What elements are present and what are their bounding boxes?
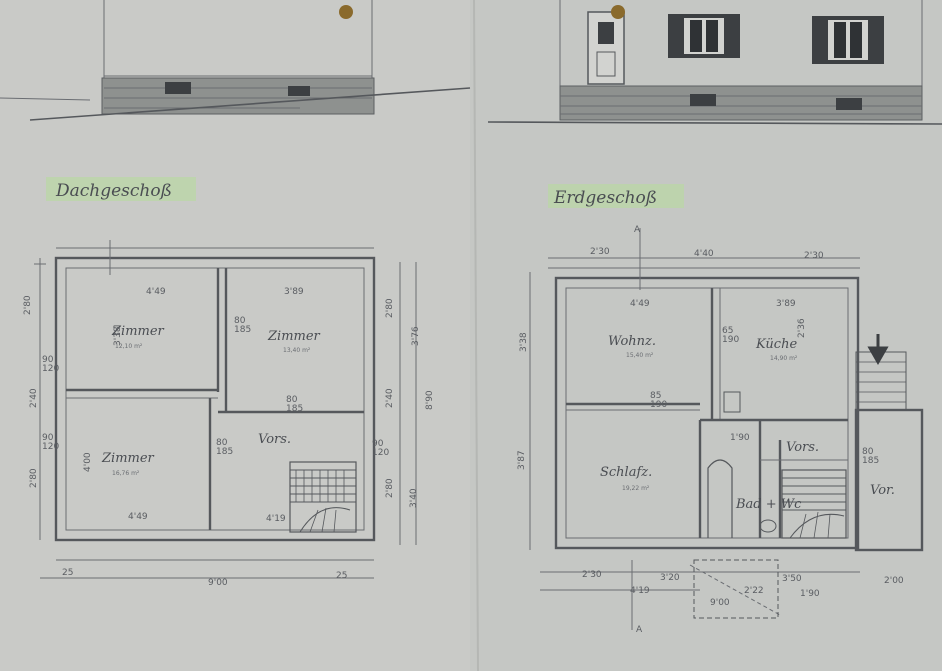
ground-dim-bottom-h: 1'90: [800, 589, 820, 599]
upper-dim-right-25: 25: [336, 571, 347, 581]
ground-dim-left-b: 3'87: [517, 450, 527, 470]
upper-outer-wall: [54, 256, 376, 542]
section-marker-bottom: A: [636, 625, 643, 635]
ground-room-2-area: 14,90 m²: [770, 355, 798, 362]
ground-dim-top-b: 4'40: [694, 249, 714, 259]
ground-dim-bottom-g: 2'22: [744, 586, 764, 596]
ground-room-4-name: Vors.: [786, 440, 819, 455]
upper-room-2-area: 13,40 m²: [283, 347, 311, 354]
upper-dim-left-b: 2'40: [29, 388, 39, 408]
upper-dim-left-a: 2'80: [23, 295, 33, 315]
ground-room-1-name: Wohnz.: [608, 334, 656, 349]
ground-dim-bottom-c: 3'50: [782, 574, 802, 584]
entrance-arrow-icon: [867, 334, 889, 366]
ground-room-2-name: Küche: [755, 337, 797, 352]
cellar-outline: [693, 559, 779, 619]
upper-dim-left-25: 25: [62, 568, 73, 578]
upper-dim-top-a: 4'49: [146, 287, 166, 297]
upper-dim-sub-h: 3'76: [411, 326, 421, 346]
ground-dim-inner-a: 4'49: [630, 299, 650, 309]
upper-dim-bottom-b: 4'19: [266, 514, 286, 524]
upper-dim-left-c: 2'80: [29, 468, 39, 488]
title-erdgeschoss: Erdgeschoß: [553, 188, 657, 208]
ground-floor-plan: [529, 228, 924, 630]
upper-dim-total-width: 9'00: [208, 578, 228, 588]
ground-dim-bottom-e: 4'19: [630, 586, 650, 596]
upper-dim-total-h: 8'90: [425, 390, 435, 410]
upper-staircase: [289, 461, 357, 533]
ground-room-5-name: Bad + Wc: [735, 497, 802, 512]
upper-room-3-area: 16,76 m²: [112, 470, 140, 477]
ground-room-1-area: 15,40 m²: [626, 352, 654, 359]
toilet: [759, 519, 777, 533]
ground-dim-bottom-d: 2'00: [884, 576, 904, 586]
title-dachgeschoss: Dachgeschoß: [55, 181, 172, 201]
ground-dim-kitchen-h: 2'36: [797, 318, 807, 338]
bathtub: [707, 459, 733, 538]
ground-room-6-name: Vor.: [870, 483, 895, 498]
upper-dim-top-b: 3'89: [284, 287, 304, 297]
ground-staircase: [781, 469, 847, 539]
ground-outer-wall: [554, 276, 860, 550]
paper-fold: [473, 0, 479, 671]
ground-dim-vors-w: 1'90: [730, 433, 750, 443]
upper-dim-right-c: 2'80: [385, 478, 395, 498]
elevation-right: [487, 0, 942, 125]
ground-dim-bottom-b: 3'20: [660, 573, 680, 583]
upper-room-1-name: Zimmer: [111, 324, 165, 339]
elevation-left: [0, 0, 471, 121]
upper-dim-inner-2: 4'00: [83, 452, 93, 472]
upper-room-3-name: Zimmer: [101, 451, 155, 466]
punch-hole-left: [339, 5, 353, 19]
ground-dim-top-a: 2'30: [590, 247, 610, 257]
upper-floor-plan: [34, 240, 417, 579]
section-marker-top: A: [634, 225, 641, 235]
title-highlight-right: [548, 184, 684, 208]
upper-dim-right-b: 2'40: [385, 388, 395, 408]
punch-hole-right: [611, 5, 625, 19]
ground-dim-bottom-f: 9'00: [710, 598, 730, 608]
upper-room-4-name: Vors.: [258, 432, 291, 447]
title-highlight-left: [46, 177, 196, 201]
ground-dim-left-a: 3'38: [519, 332, 529, 352]
ground-room-3-name: Schlafz.: [600, 465, 652, 480]
ground-dim-top-c: 2'30: [804, 251, 824, 261]
ground-dim-inner-b: 3'89: [776, 299, 796, 309]
upper-dim-sub-h2: 3'40: [409, 488, 419, 508]
entry-steps: [855, 334, 907, 411]
ground-room-3-area: 19,22 m²: [622, 485, 650, 492]
upper-dim-inner-1: 3'38: [113, 326, 123, 346]
upper-dim-bottom-a: 4'49: [128, 512, 148, 522]
upper-room-2-name: Zimmer: [267, 329, 321, 344]
upper-room-1-area: 12,10 m²: [115, 343, 143, 350]
ground-dim-bottom-a: 2'30: [582, 570, 602, 580]
upper-dim-right-a: 2'80: [385, 298, 395, 318]
